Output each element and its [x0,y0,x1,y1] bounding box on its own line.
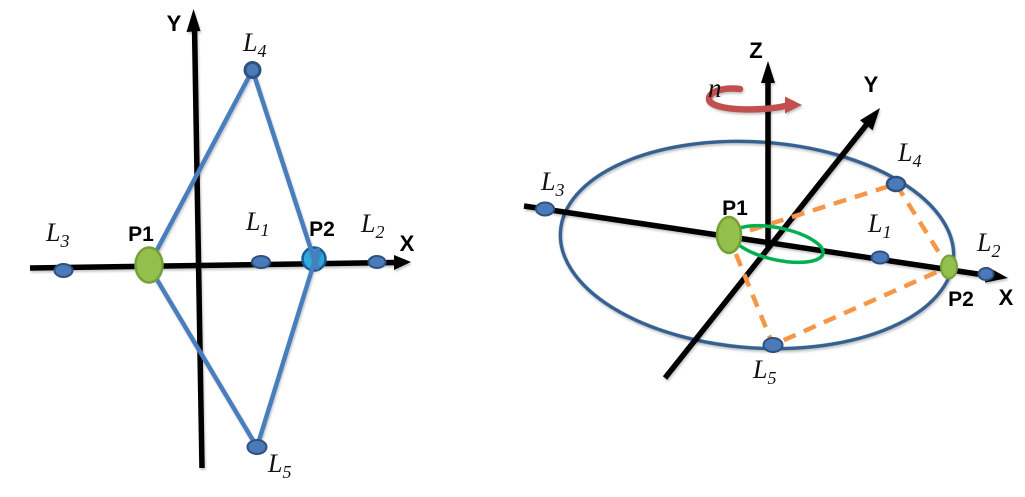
lagrange-point-l2-label: L2 [976,228,1000,261]
z-axis-label: Z [749,38,762,63]
lagrange-point-l3-marker [53,263,74,278]
y-axis [662,122,870,380]
y-axis-label: Y [864,72,879,97]
lagrange-point-l3-marker [535,201,555,217]
primary-p2-label: P2 [309,218,335,241]
primary-p2-marker [940,254,958,280]
x-axis-arrowhead-icon [394,255,411,270]
y-axis-arrowhead-icon [860,108,880,131]
lagrange-point-l2-label: L2 [360,209,384,242]
primary-p2-label: P2 [948,288,974,311]
lagrange-point-l1-label: L1 [867,209,891,242]
y-axis [191,25,205,469]
x-axis [523,203,992,279]
lagrange-point-l2-marker [977,267,995,281]
x-axis [29,259,397,271]
x-axis-label: X [400,231,415,256]
left-panel-2d-diagram: Y X P1 P2 L4 L3 L1 L2 L5 [29,9,415,482]
lagrange-point-l3-label: L3 [45,218,69,251]
lagrange-point-l4-marker [885,175,907,193]
right-panel-3d-diagram: Z Y X n P1 P2 L3 L4 L1 L2 L5 [523,38,1014,388]
lagrange-point-l5-marker [246,439,268,455]
lagrange-point-l4-label: L4 [897,138,921,171]
lagrange-point-l5-marker [762,337,784,353]
lagrange-point-l4-label: L4 [242,28,266,61]
primary-p1-marker [134,246,164,284]
lagrange-point-l2-marker [367,255,387,269]
primary-p1-label: P1 [128,223,154,246]
primary-p1-label: P1 [722,197,748,220]
x-axis-label: X [999,285,1014,310]
lagrange-point-l1-label: L1 [245,207,269,240]
rotation-arrow-icon [705,85,789,113]
lagrange-point-l5-label: L5 [267,449,291,482]
lagrange-point-l1-marker [870,250,890,265]
z-axis-arrowhead-icon [761,61,775,83]
lagrange-point-l3-label: L3 [540,167,564,200]
rotation-rate-label: n [708,73,722,103]
y-axis-arrowhead-icon [186,9,201,32]
lagrange-point-l4-marker [243,61,262,79]
primary-p1-marker [715,215,743,255]
lagrange-point-l1-marker [251,255,271,269]
lagrange-point-l5-label: L5 [752,355,776,388]
rhombus-edge-p1-l5-p2 [147,247,321,450]
rhombus-edge-p1-l4-p2 [147,67,320,271]
y-axis-label: Y [167,11,182,36]
rotation-arrowhead-icon [785,96,802,114]
